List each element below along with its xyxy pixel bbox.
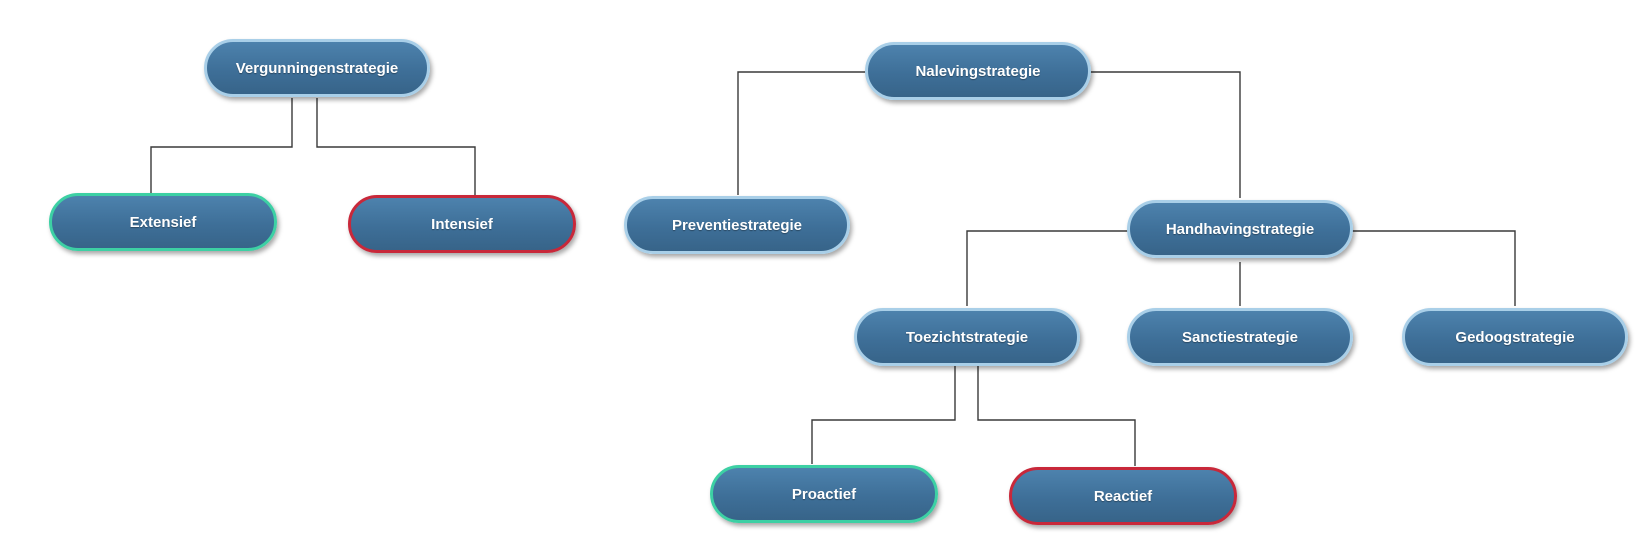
node-vergunningenstrategie: Vergunningenstrategie (204, 39, 430, 97)
edge-naleving-preventie (737, 71, 868, 195)
node-reactief: Reactief (1009, 467, 1237, 525)
node-extensief: Extensief (49, 193, 277, 251)
node-sanctiestrategie: Sanctiestrategie (1127, 308, 1353, 366)
node-intensief: Intensief (348, 195, 576, 253)
edge-naleving-handhaving (1090, 71, 1241, 198)
edge-handhaving-toezicht (966, 230, 1130, 306)
edge-vergunningen-intensief (316, 98, 476, 195)
edge-toezicht-reactief (977, 365, 1136, 466)
node-nalevingstrategie: Nalevingstrategie (865, 42, 1091, 100)
node-proactief: Proactief (710, 465, 938, 523)
edge-toezicht-proactief (811, 365, 956, 464)
node-handhavingstrategie: Handhavingstrategie (1127, 200, 1353, 258)
node-toezichtstrategie: Toezichtstrategie (854, 308, 1080, 366)
edge-vergunningen-extensief (150, 98, 293, 193)
node-preventiestrategie: Preventiestrategie (624, 196, 850, 254)
edge-handhaving-gedoog (1350, 230, 1516, 306)
node-gedoogstrategie: Gedoogstrategie (1402, 308, 1628, 366)
